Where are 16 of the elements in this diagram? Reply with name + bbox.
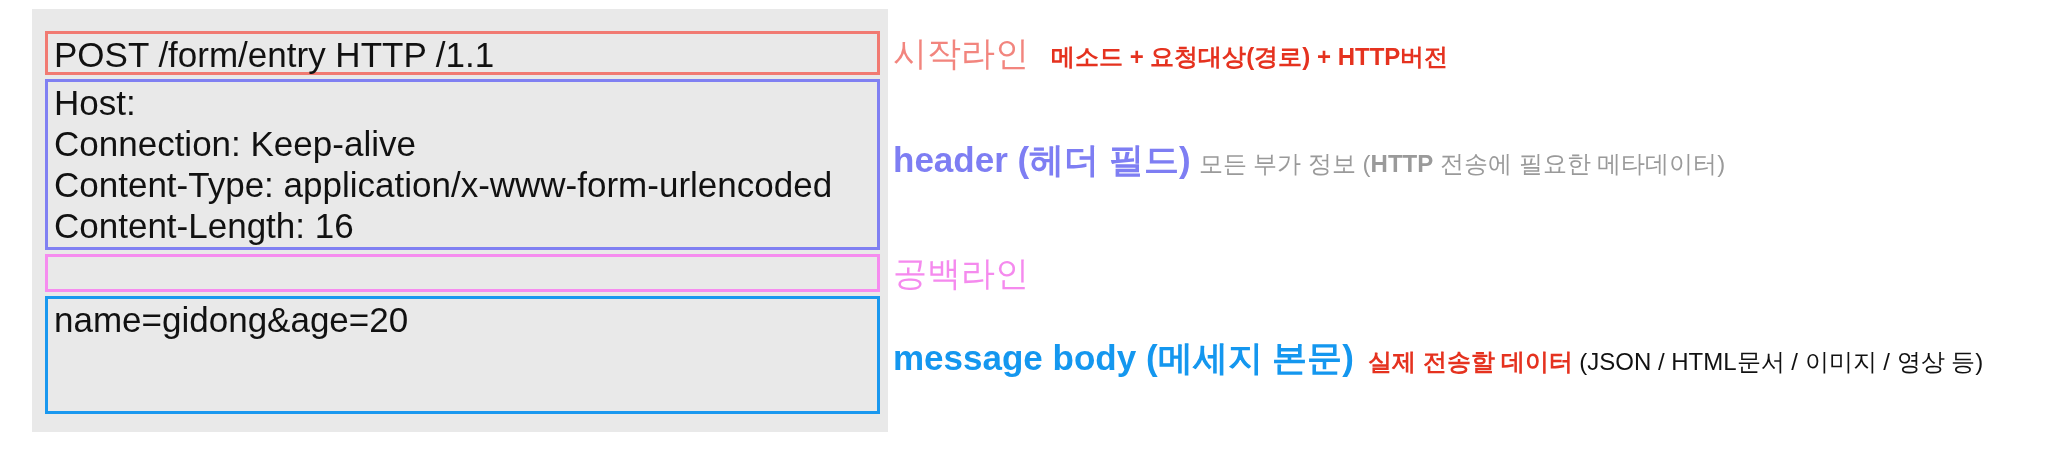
header-field-text: Content-Type: application/x-www-form-urlencoded <box>54 164 833 205</box>
description-text: 모든 부가 정보 (HTTP 전송에 필요한 메타데이터) <box>1198 148 1726 179</box>
message-body-box <box>45 296 880 414</box>
header-field-text: Content-Length: 16 <box>54 205 354 246</box>
request-line-text: POST /form/entry HTTP /1.1 <box>54 34 495 75</box>
header-field-text: Connection: Keep-alive <box>54 123 416 164</box>
body-text: name=gidong&age=20 <box>54 299 409 340</box>
header-field-text: Host: <box>54 82 136 123</box>
section-label: header (헤더 필드) <box>893 138 1191 181</box>
description-text: 실제 전송할 데이터 <box>1367 346 1574 377</box>
description-text: 메소드 + 요청대상(경로) + HTTP버전 <box>1051 42 1449 72</box>
description-text: (JSON / HTML문서 / 이미지 / 영상 등) <box>1579 346 1984 377</box>
header-box <box>45 79 880 250</box>
section-label: 시작라인 <box>893 33 1029 74</box>
section-label: message body (메세지 본문) <box>893 336 1354 379</box>
section-label: 공백라인 <box>893 253 1029 294</box>
